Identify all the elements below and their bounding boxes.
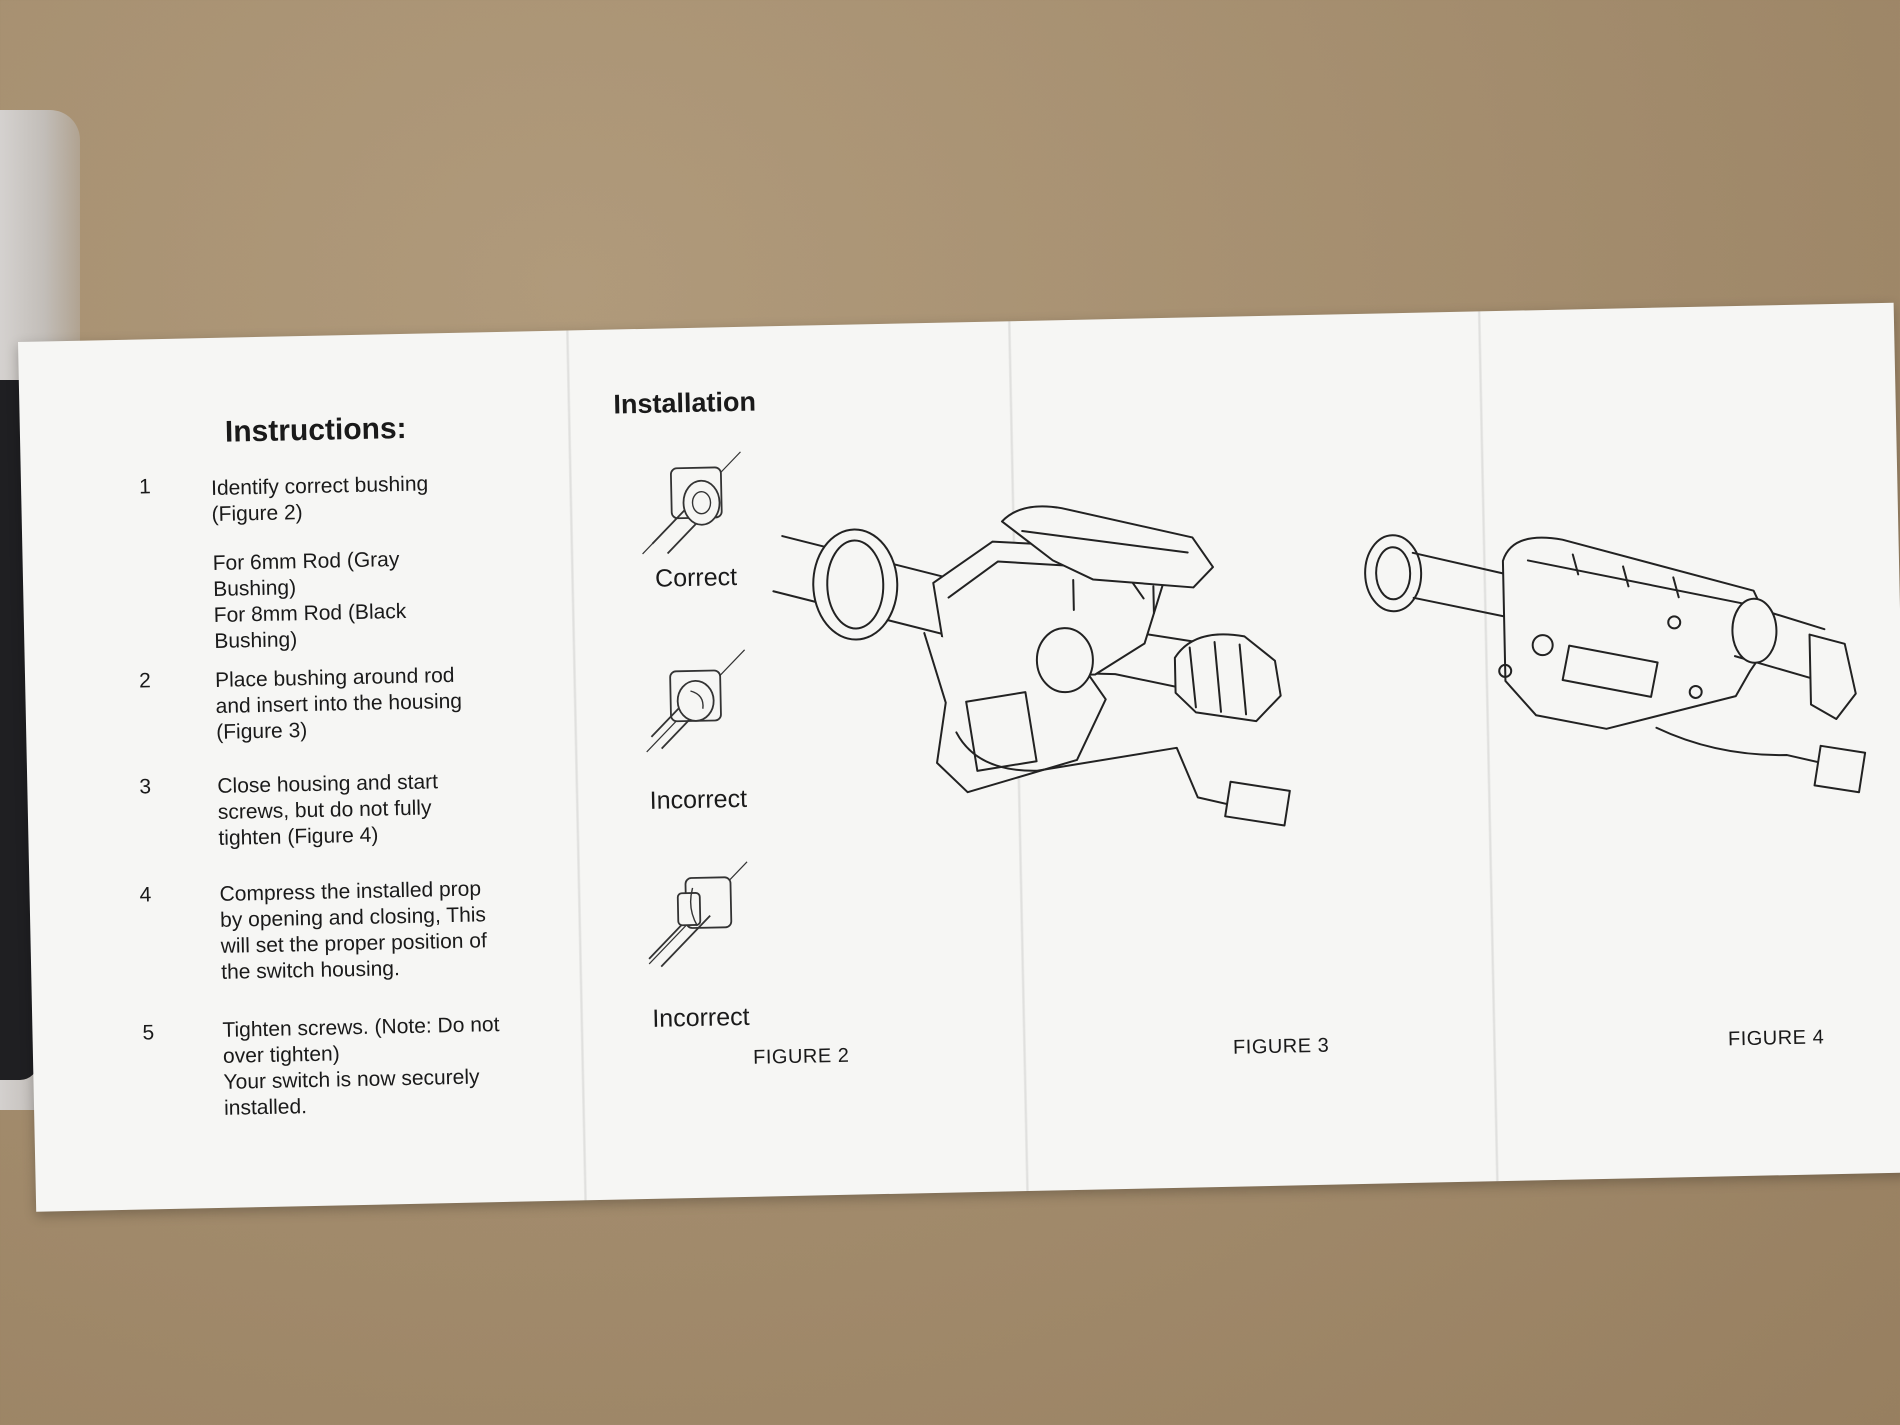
fold-line [565, 330, 588, 1201]
step-number: 1 [138, 475, 151, 499]
bushing-correct-icon [630, 447, 752, 559]
bushing-incorrect-icon [635, 645, 757, 757]
instructions-title: Instructions: [224, 411, 407, 449]
figure-3-caption: FIGURE 3 [1232, 1034, 1330, 1059]
switch-housing-closed-drawing [1352, 493, 1879, 834]
incorrect-label: Incorrect [652, 1002, 750, 1033]
step-number: 4 [139, 883, 152, 907]
switch-housing-exploded-drawing [772, 493, 1399, 836]
figure-4-caption: FIGURE 4 [1727, 1026, 1825, 1051]
bushing-incorrect-icon [637, 857, 759, 969]
figure-2-caption: FIGURE 2 [752, 1044, 850, 1069]
correct-label: Correct [654, 562, 738, 593]
step-number: 5 [142, 1021, 155, 1045]
instruction-sheet: Instructions: 1 Identify correct bushing… [18, 302, 1900, 1212]
incorrect-label: Incorrect [649, 784, 748, 815]
step-text: Identify correct bushing(Figure 2) [210, 472, 429, 526]
installation-title: Installation [613, 386, 757, 420]
step-number: 2 [138, 669, 152, 693]
step-number: 3 [139, 775, 152, 799]
